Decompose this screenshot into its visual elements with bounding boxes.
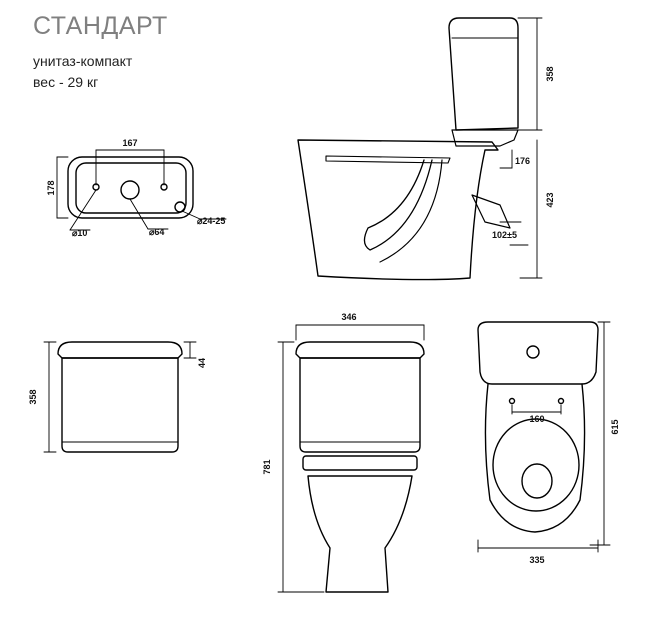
dim-top-depth: 178 (46, 180, 56, 195)
top-dimension-lines (56, 149, 227, 231)
dim-front-width: 346 (341, 312, 356, 322)
dim-total-height: 781 (262, 459, 272, 474)
dim-hole-distance: 160 (529, 414, 544, 424)
tank-top-inner (75, 162, 187, 214)
front-tank (299, 357, 421, 453)
dim-tank-height: 358 (545, 66, 555, 81)
tank-lid (57, 341, 183, 359)
dim-inlet-hole: ⌀24-25 (197, 216, 225, 226)
front-bowl (307, 475, 413, 593)
inlet-hole (174, 201, 186, 213)
dim-hole-spacing: 167 (122, 138, 137, 148)
tank-top-outer (67, 156, 194, 219)
product-weight: вес - 29 кг (33, 74, 99, 90)
dim-small-hole: ⌀10 (72, 228, 87, 238)
front-seat (302, 455, 418, 471)
page-title: СТАНДАРТ (33, 12, 168, 40)
dim-offset: 176 (515, 156, 530, 166)
dim-lid-height: 44 (197, 358, 207, 368)
dim-plan-length: 615 (610, 419, 620, 434)
side-tank (448, 17, 519, 131)
plan-tank (477, 321, 599, 385)
tank-body (61, 357, 179, 453)
front-lid (295, 341, 425, 359)
plan-bowl-outer (484, 383, 586, 533)
product-type: унитаз-компакт (33, 53, 133, 69)
dim-button-hole: ⌀64 (149, 227, 164, 237)
dim-plan-width: 335 (529, 555, 544, 565)
plan-seat (492, 418, 580, 512)
dim-outlet: 102±5 (492, 230, 517, 240)
tank-front-view: 358 44 (28, 341, 207, 453)
plan-button (526, 345, 540, 359)
front-view: 346 781 (262, 312, 425, 593)
dim-tank-front-height: 358 (28, 389, 38, 404)
plan-drain (521, 463, 553, 499)
plan-view: 160 615 335 (477, 321, 620, 565)
dim-bowl-height: 423 (545, 192, 555, 207)
side-view: 358 423 176 102±5 (297, 17, 555, 281)
side-bowl (297, 139, 499, 281)
button-hole (120, 180, 140, 200)
tank-top-view: 167 178 ⌀10 ⌀64 ⌀24-25 (46, 138, 227, 238)
